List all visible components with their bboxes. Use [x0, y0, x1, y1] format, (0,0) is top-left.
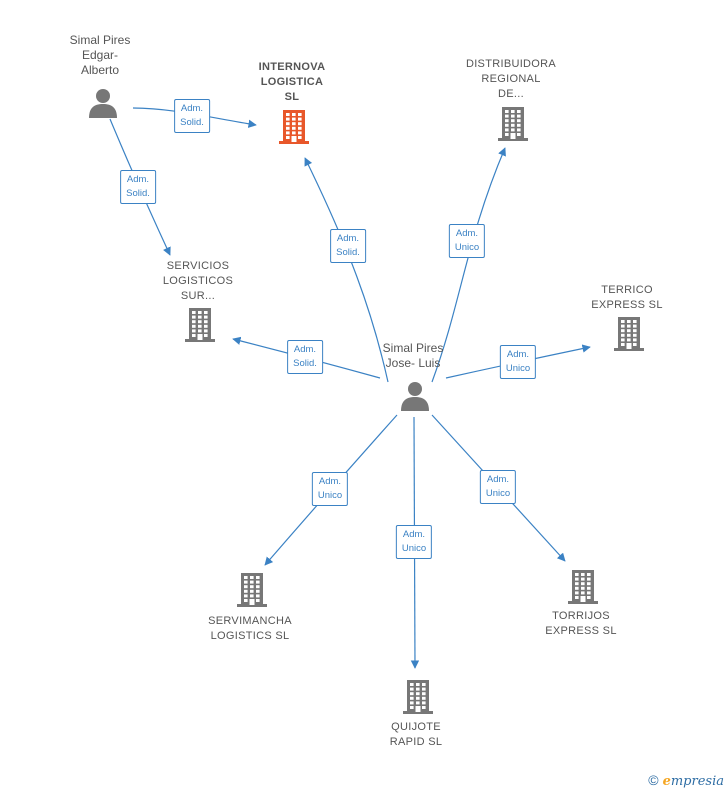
edge-label-e8[interactable]: Adm. Unico: [395, 525, 433, 559]
edge-label-line: Adm.: [126, 174, 150, 185]
node-label-servimancha[interactable]: SERVIMANCHA LOGISTICS SL: [208, 614, 292, 644]
edge-label-e9[interactable]: Adm. Unico: [479, 470, 517, 504]
copyright-icon: ©: [648, 772, 659, 788]
edge-label-line: Adm.: [402, 529, 426, 540]
edge-label-line: Solid.: [180, 117, 204, 128]
edge-label-line: Adm.: [506, 349, 530, 360]
node-label-torrijos[interactable]: TORRIJOS EXPRESS SL: [545, 609, 616, 639]
edge-label-line: Solid.: [293, 358, 317, 369]
building-icon-terrico[interactable]: [614, 317, 644, 356]
node-label-internova[interactable]: INTERNOVA LOGISTICA SL: [259, 60, 326, 105]
edge-label-e2[interactable]: Adm. Solid.: [120, 170, 156, 204]
building-icon-internova[interactable]: [279, 110, 309, 149]
edge-label-line: Adm.: [455, 228, 479, 239]
node-label-line: SL: [284, 91, 300, 103]
building-icon-servicios[interactable]: [185, 308, 215, 347]
edge-label-line: Unico: [401, 543, 427, 554]
edge-label-line: Adm.: [180, 103, 204, 114]
node-label-line: TERRICO: [601, 284, 653, 296]
brand-watermark: ©empresia: [648, 772, 724, 789]
edge-label-line: Adm.: [318, 476, 342, 487]
edge-label-line: Unico: [485, 488, 511, 499]
edge-label-line: Unico: [454, 242, 480, 253]
edge-label-line: Adm.: [486, 474, 510, 485]
node-label-line: EXPRESS SL: [591, 299, 663, 311]
edge-line-simal_jose-to-distribuidora: [431, 147, 506, 383]
edge-label-line: Unico: [317, 490, 343, 501]
edge-label-e3[interactable]: Adm. Solid.: [330, 229, 366, 263]
node-label-servicios[interactable]: SERVICIOS LOGISTICOS SUR...: [163, 259, 233, 304]
edge-label-line: Adm.: [336, 233, 360, 244]
node-label-line: LOGISTICA: [260, 76, 324, 88]
node-label-line: Alberto: [80, 63, 120, 77]
node-label-line: LOGISTICS SL: [210, 630, 290, 642]
node-label-line: REGIONAL: [481, 73, 541, 85]
node-label-line: INTERNOVA: [258, 61, 326, 73]
building-icon-distribuidora[interactable]: [498, 107, 528, 146]
node-label-line: Jose- Luis: [385, 356, 441, 370]
edge-label-line: Adm.: [293, 344, 317, 355]
node-label-line: SERVICIOS: [166, 260, 230, 272]
edge-label-e6[interactable]: Adm. Unico: [499, 345, 537, 379]
edge-label-e7[interactable]: Adm. Unico: [311, 472, 349, 506]
node-label-line: LOGISTICOS: [162, 275, 234, 287]
brand-logo-initial: e: [662, 774, 671, 789]
edge-label-line: Unico: [505, 363, 531, 374]
building-icon-quijote[interactable]: [403, 680, 433, 719]
node-label-line: RAPID SL: [389, 736, 443, 748]
node-label-line: DISTRIBUIDORA: [465, 58, 557, 70]
edge-label-line: Solid.: [126, 188, 150, 199]
edge-label-e4[interactable]: Adm. Unico: [448, 224, 486, 258]
person-icon-simal_edgar[interactable]: [89, 88, 117, 123]
node-label-line: QUIJOTE: [391, 721, 441, 733]
edge-label-line: Solid.: [336, 247, 360, 258]
node-label-distribuidora[interactable]: DISTRIBUIDORA REGIONAL DE...: [466, 57, 556, 102]
node-label-line: Simal Pires: [382, 341, 444, 355]
node-label-line: TORRIJOS: [552, 610, 610, 622]
edge-line-simal_jose-to-internova: [304, 157, 389, 383]
edge-label-e5[interactable]: Adm. Solid.: [287, 340, 323, 374]
node-label-quijote[interactable]: QUIJOTE RAPID SL: [390, 720, 443, 750]
node-label-line: Simal Pires: [69, 33, 131, 47]
edge-label-e1[interactable]: Adm. Solid.: [174, 99, 210, 133]
node-label-line: DE...: [498, 88, 524, 100]
node-label-line: Edgar-: [81, 48, 119, 62]
person-icon-simal_jose[interactable]: [401, 381, 429, 416]
node-label-terrico[interactable]: TERRICO EXPRESS SL: [591, 283, 662, 313]
node-label-line: EXPRESS SL: [545, 625, 617, 637]
brand-name: mpresia: [670, 774, 724, 789]
building-icon-torrijos[interactable]: [568, 570, 598, 609]
node-label-line: SERVIMANCHA: [208, 615, 292, 627]
building-icon-servimancha[interactable]: [237, 573, 267, 612]
node-label-line: SUR...: [180, 290, 216, 302]
